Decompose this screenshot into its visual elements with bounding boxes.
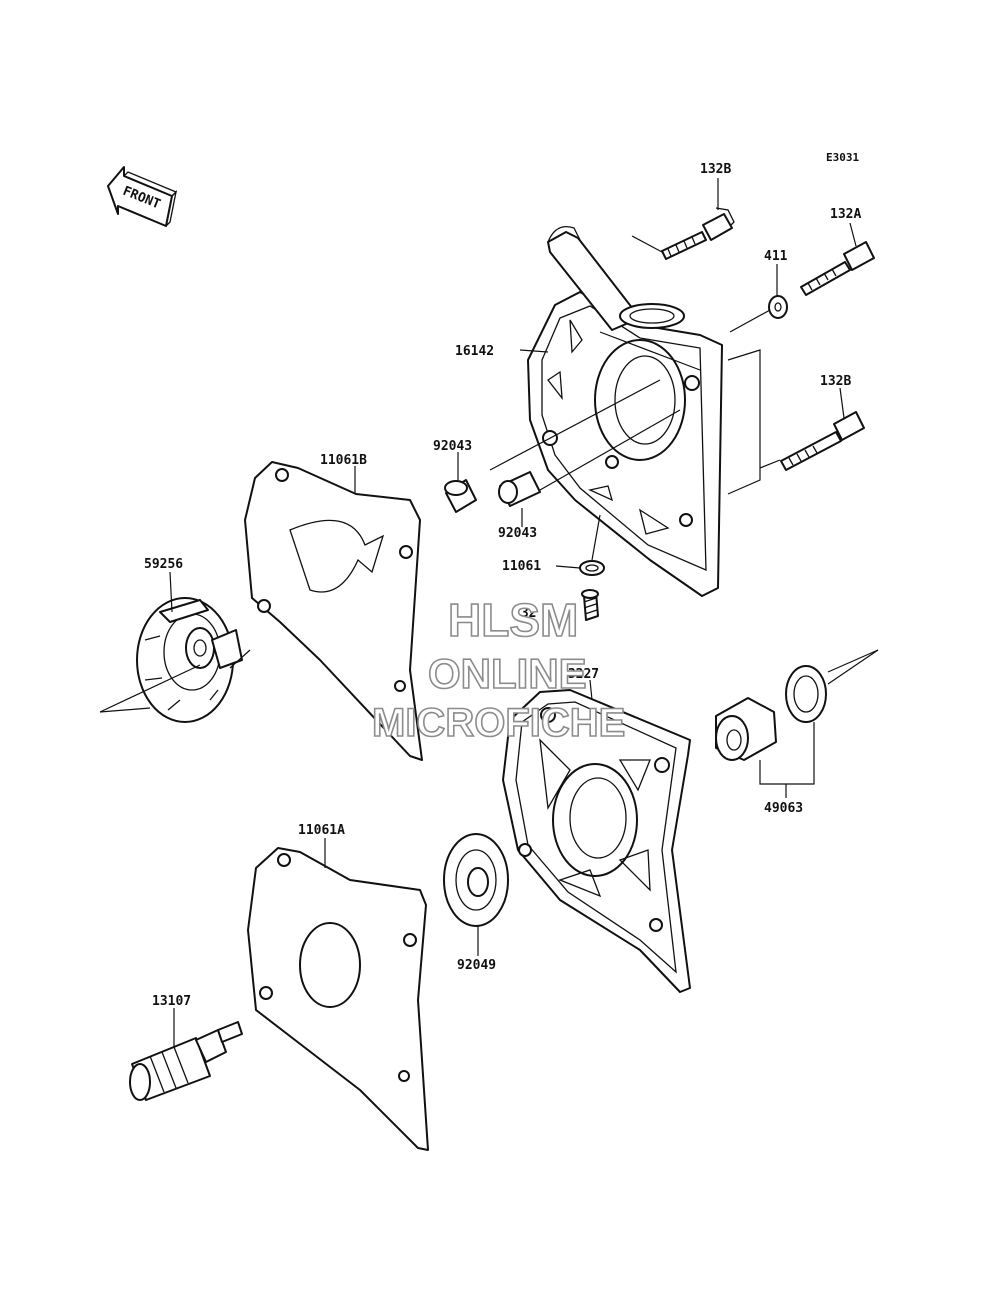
collar-92043-a: [444, 479, 477, 513]
gasket-11061b: [244, 461, 423, 761]
mount-49063: [715, 665, 827, 761]
label-92043-b: 92043: [498, 526, 537, 541]
label-132: 132: [513, 606, 536, 621]
label-132b-lower: 132B: [820, 374, 851, 389]
bolt-132b-top: [661, 207, 735, 260]
collar-92043-b: [498, 471, 541, 507]
label-11061b: 11061B: [320, 453, 367, 468]
label-11061a: 11061A: [298, 823, 345, 838]
impeller-59256: [136, 597, 243, 723]
label-132b-top: 132B: [700, 162, 731, 177]
bolt-132b-lower: [780, 411, 865, 471]
bolt-132a: [800, 241, 875, 296]
label-16142: 16142: [455, 344, 494, 359]
label-11061: 11061: [502, 559, 541, 574]
washer-411: [768, 295, 788, 319]
watermark-line-1: HLSM: [448, 594, 578, 646]
watermark-line-2: ONLINE: [428, 650, 587, 697]
label-49063: 49063: [764, 801, 803, 816]
shaft-13107: [129, 1021, 243, 1101]
label-92043-a: 92043: [433, 439, 472, 454]
housing-13227: [502, 689, 691, 993]
screw-132: [581, 589, 599, 621]
label-132a: 132A: [830, 207, 861, 222]
watermark-line-3: MICROFICHE: [372, 701, 625, 745]
watermark: HLSM ONLINE MICROFICHE: [371, 593, 626, 746]
diagram-code: E3031: [826, 151, 859, 164]
seal-92049: [443, 833, 509, 927]
label-59256: 59256: [144, 557, 183, 572]
front-arrow-icon: FRONT: [107, 166, 178, 227]
label-92049: 92049: [457, 958, 496, 973]
gasket-11061a: [247, 847, 429, 1151]
oring-11061: [579, 560, 605, 576]
label-411: 411: [764, 249, 788, 264]
label-13107: 13107: [152, 994, 191, 1009]
pump-cover-16142: [527, 225, 723, 597]
label-13227: 13227: [560, 667, 599, 682]
